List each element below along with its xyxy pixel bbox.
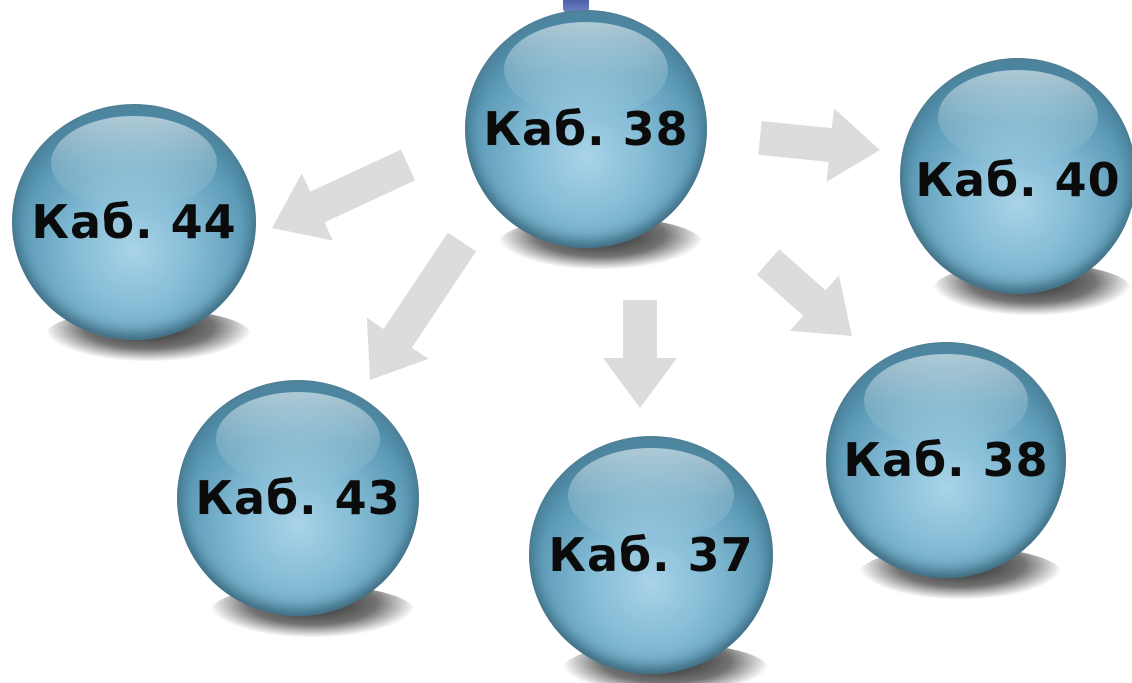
arrow-to-kab-40 <box>758 108 880 182</box>
node-kab-44: Каб. 44 <box>12 104 256 362</box>
node-kab-40: Каб. 40 <box>900 58 1132 316</box>
node-kab-43: Каб. 43 <box>177 380 419 638</box>
arrow-to-kab-44 <box>272 149 416 241</box>
node-kab-43-label: Каб. 43 <box>195 471 401 525</box>
node-kab-44-label: Каб. 44 <box>31 195 237 249</box>
node-kab-38b-label: Каб. 38 <box>843 433 1049 487</box>
arrow-to-kab-38b <box>756 249 852 336</box>
node-kab-40-label: Каб. 40 <box>915 153 1121 207</box>
sphere-gloss <box>51 115 217 211</box>
node-center-label: Каб. 38 <box>483 102 689 156</box>
arrow-to-kab-37 <box>603 300 677 408</box>
sphere-gloss <box>503 21 669 118</box>
node-kab-37: Каб. 37 <box>529 436 773 683</box>
sphere-gloss <box>568 447 734 544</box>
sphere-gloss <box>937 69 1099 165</box>
arrow-to-kab-43 <box>366 232 477 380</box>
sphere-gloss <box>864 353 1028 449</box>
node-kab-38b: Каб. 38 <box>826 342 1066 600</box>
node-center: Каб. 38 <box>465 10 707 270</box>
sphere-gloss <box>215 391 381 487</box>
node-kab-37-label: Каб. 37 <box>548 528 754 582</box>
